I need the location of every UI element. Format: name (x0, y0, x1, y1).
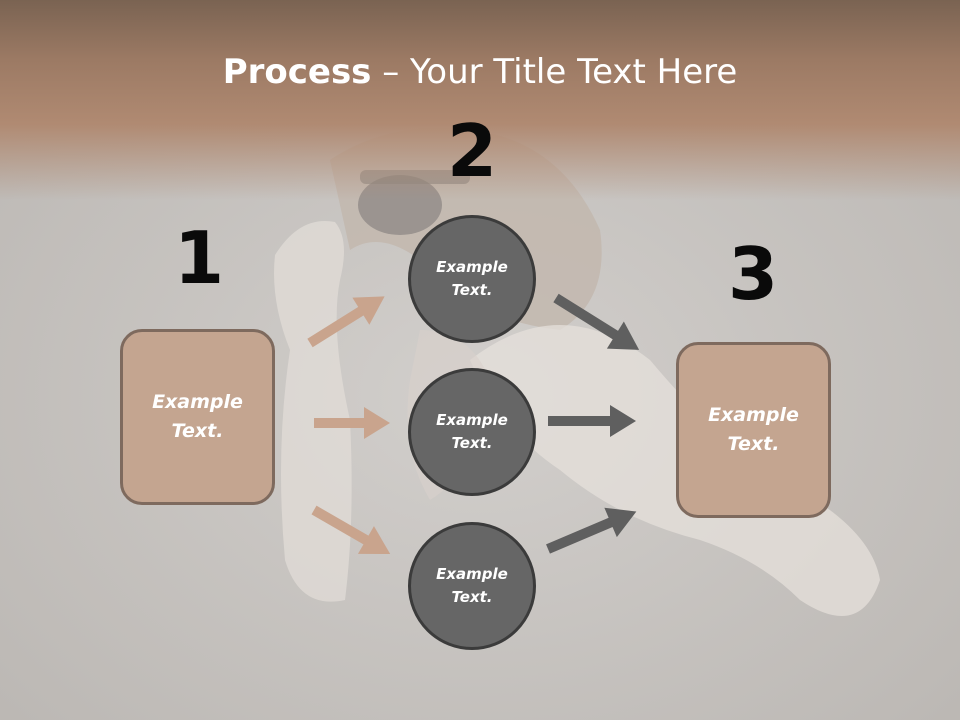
step-2-number: 2 (446, 109, 498, 193)
arrow-top-to-right (553, 293, 640, 350)
circle-top: Example Text. (408, 215, 536, 343)
left-box-text: Example Text. (152, 391, 243, 442)
title-rest: – Your Title Text Here (371, 52, 738, 92)
title-bold: Process (222, 52, 372, 92)
arrow-left-to-middle (314, 407, 390, 439)
arrow-middle-to-right (548, 405, 636, 437)
arrow-left-to-top (307, 296, 385, 348)
arrow-left-to-bottom (311, 505, 391, 554)
circle-bottom: Example Text. (408, 522, 536, 650)
circle-bottom-text: Example Text. (436, 565, 508, 606)
left-box: Example Text. (120, 329, 275, 505)
header-band (0, 0, 960, 200)
right-box: Example Text. (676, 342, 831, 518)
arrow-bottom-to-right (546, 507, 637, 554)
circle-top-text: Example Text. (436, 258, 508, 299)
step-3-number: 3 (727, 232, 779, 316)
circle-middle: Example Text. (408, 368, 536, 496)
circle-middle-text: Example Text. (436, 411, 508, 452)
gray-arrows (546, 293, 640, 554)
right-box-text: Example Text. (708, 404, 799, 455)
slide-title: Process – Your Title Text Here (0, 52, 960, 92)
tan-arrows (307, 296, 391, 554)
step-1-number: 1 (173, 216, 225, 300)
